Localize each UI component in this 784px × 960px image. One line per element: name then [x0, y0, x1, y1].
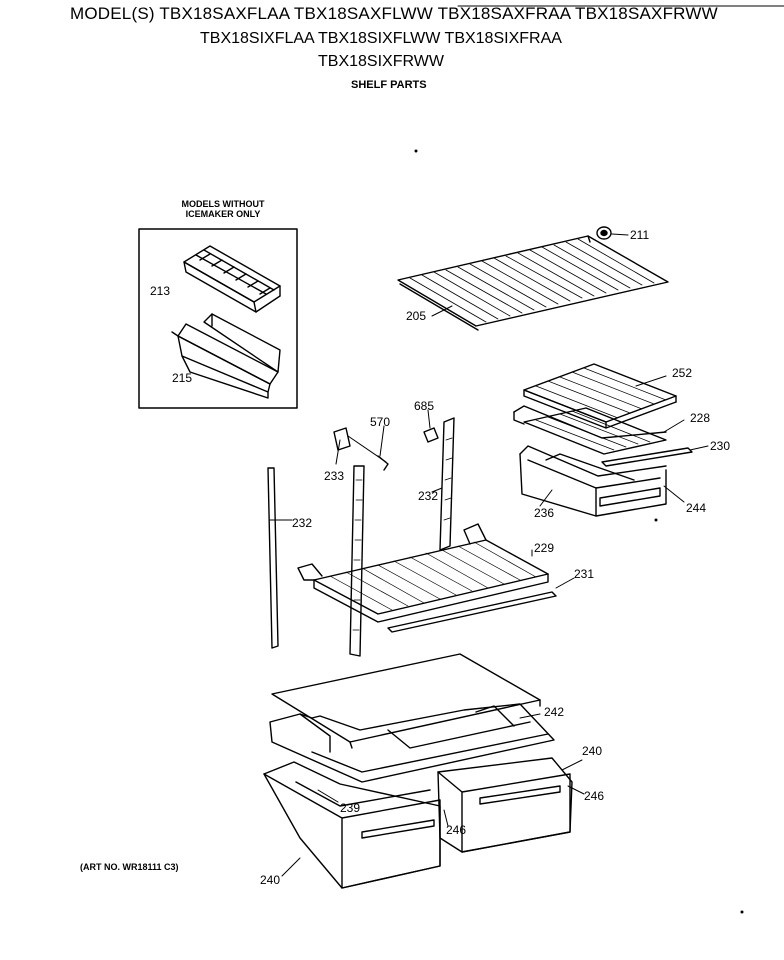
shelf-frame-228 — [513, 405, 685, 455]
part-number-228: 228 — [690, 411, 710, 425]
part-number-246: 246 — [446, 823, 466, 837]
part-number-252: 252 — [672, 366, 692, 380]
rail-232-right — [431, 417, 455, 551]
crisper-cover-242 — [269, 653, 555, 783]
trim-strip-230 — [601, 445, 709, 467]
part-number-231: 231 — [574, 567, 594, 581]
part-number-240: 240 — [582, 744, 602, 758]
stray-dot — [740, 910, 744, 914]
inset-caption-line-1: MODELS WITHOUT — [181, 199, 265, 209]
shelf-229 — [297, 523, 549, 623]
model-list-line-1: MODEL(S) TBX18SAXFLAA TBX18SAXFLWW TBX18… — [70, 4, 718, 23]
clip-685 — [423, 409, 439, 443]
part-number-236: 236 — [534, 506, 554, 520]
part-number-242: 242 — [544, 705, 564, 719]
storage-bin-215 — [171, 313, 281, 399]
inset-caption-line-2: ICEMAKER ONLY — [185, 209, 261, 219]
diagram-subtitle: SHELF PARTS — [351, 79, 427, 91]
part-number-240: 240 — [260, 873, 280, 887]
inset-box — [138, 228, 298, 409]
part-number-230: 230 — [710, 439, 730, 453]
bumper-211 — [596, 226, 629, 240]
glass-shelf-252 — [523, 363, 677, 429]
rail-232-left — [267, 467, 293, 649]
drawer-240-left — [263, 761, 441, 889]
art-number: (ART NO. WR18111 C3) — [80, 862, 179, 872]
part-number-570: 570 — [370, 415, 390, 429]
bracket-233 — [333, 425, 389, 471]
trim-231 — [387, 577, 575, 633]
model-list-line-3: TBX18SIXFRWW — [318, 53, 444, 70]
part-number-205: 205 — [406, 309, 426, 323]
wire-shelf-205 — [397, 235, 669, 331]
part-number-246: 246 — [584, 789, 604, 803]
part-number-233: 233 — [324, 469, 344, 483]
part-number-215: 215 — [172, 371, 192, 385]
part-number-213: 213 — [150, 284, 170, 298]
ice-tray-213 — [183, 245, 281, 313]
part-number-685: 685 — [414, 399, 434, 413]
part-number-239: 239 — [340, 801, 360, 815]
stray-dot — [654, 518, 658, 522]
part-number-232: 232 — [418, 489, 438, 503]
drawer-240-right — [437, 757, 585, 853]
part-number-211: 211 — [630, 228, 649, 242]
part-number-244: 244 — [686, 501, 706, 515]
part-number-229: 229 — [534, 541, 554, 555]
rail-232-center — [349, 465, 365, 657]
model-list-line-2: TBX18SIXFLAA TBX18SIXFLWW TBX18SIXFRAA — [200, 30, 562, 47]
stray-dot — [414, 149, 418, 153]
pan-236 — [519, 445, 685, 517]
part-number-232: 232 — [292, 516, 312, 530]
